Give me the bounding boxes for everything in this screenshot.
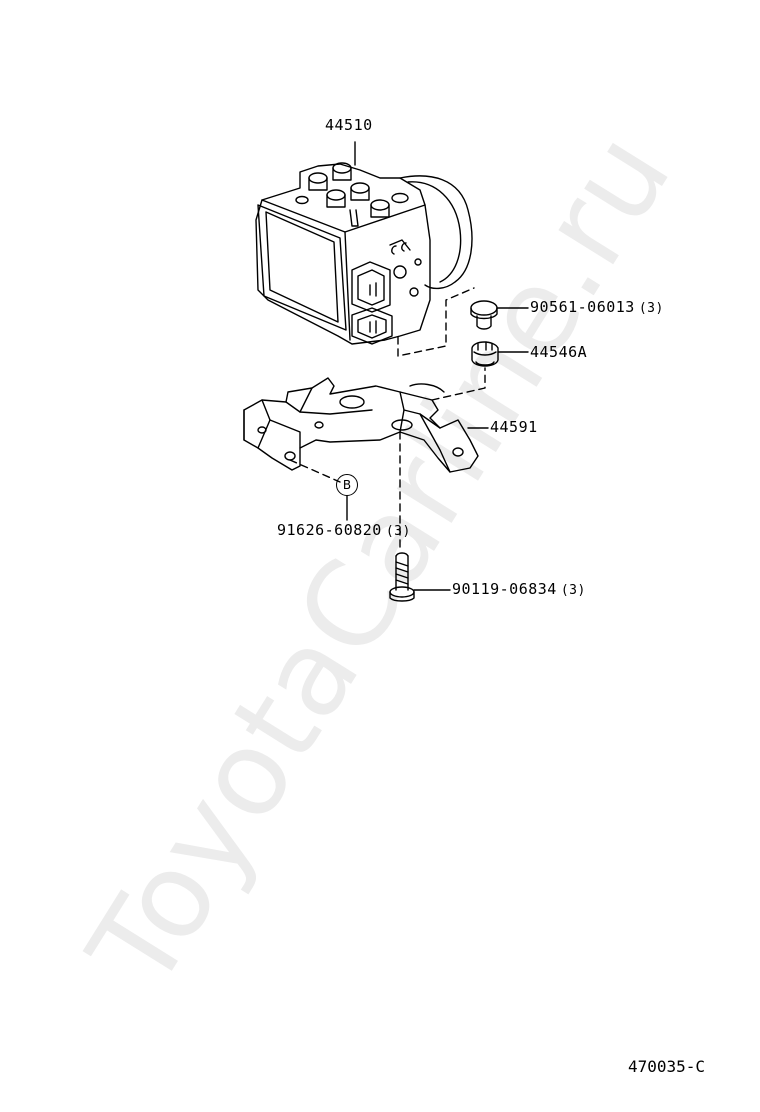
- part-label-91626: 91626-60820(3): [277, 521, 411, 539]
- part-label-44546a: 44546A: [530, 343, 587, 361]
- cushion-44546a-illustration: [471, 341, 499, 367]
- callout-b-circle: B: [336, 474, 358, 496]
- part-label-90561: 90561-06013(3): [530, 298, 664, 316]
- part-number: 44546A: [530, 343, 588, 361]
- part-quantity: (3): [385, 524, 411, 539]
- part-number: 90119-06834: [452, 580, 557, 598]
- bolt-90119-illustration: [389, 552, 415, 602]
- diagram-reference-code: 470035-C: [628, 1057, 706, 1076]
- part-number: 91626-60820: [277, 521, 382, 539]
- bracket-44591-illustration: [243, 377, 479, 473]
- part-number: 90561-06013: [530, 298, 635, 316]
- part-label-44591: 44591: [490, 418, 538, 436]
- part-label-44510: 44510: [325, 116, 373, 134]
- assembly-dashed-lines: [289, 287, 486, 553]
- part-quantity: (3): [638, 301, 664, 316]
- abs-actuator-illustration: [255, 162, 473, 345]
- part-number: 44510: [325, 116, 373, 134]
- bolt-90561-illustration: [470, 300, 498, 330]
- part-label-90119: 90119-06834(3): [452, 580, 586, 598]
- part-number: 44591: [490, 418, 538, 436]
- part-quantity: (3): [560, 583, 586, 598]
